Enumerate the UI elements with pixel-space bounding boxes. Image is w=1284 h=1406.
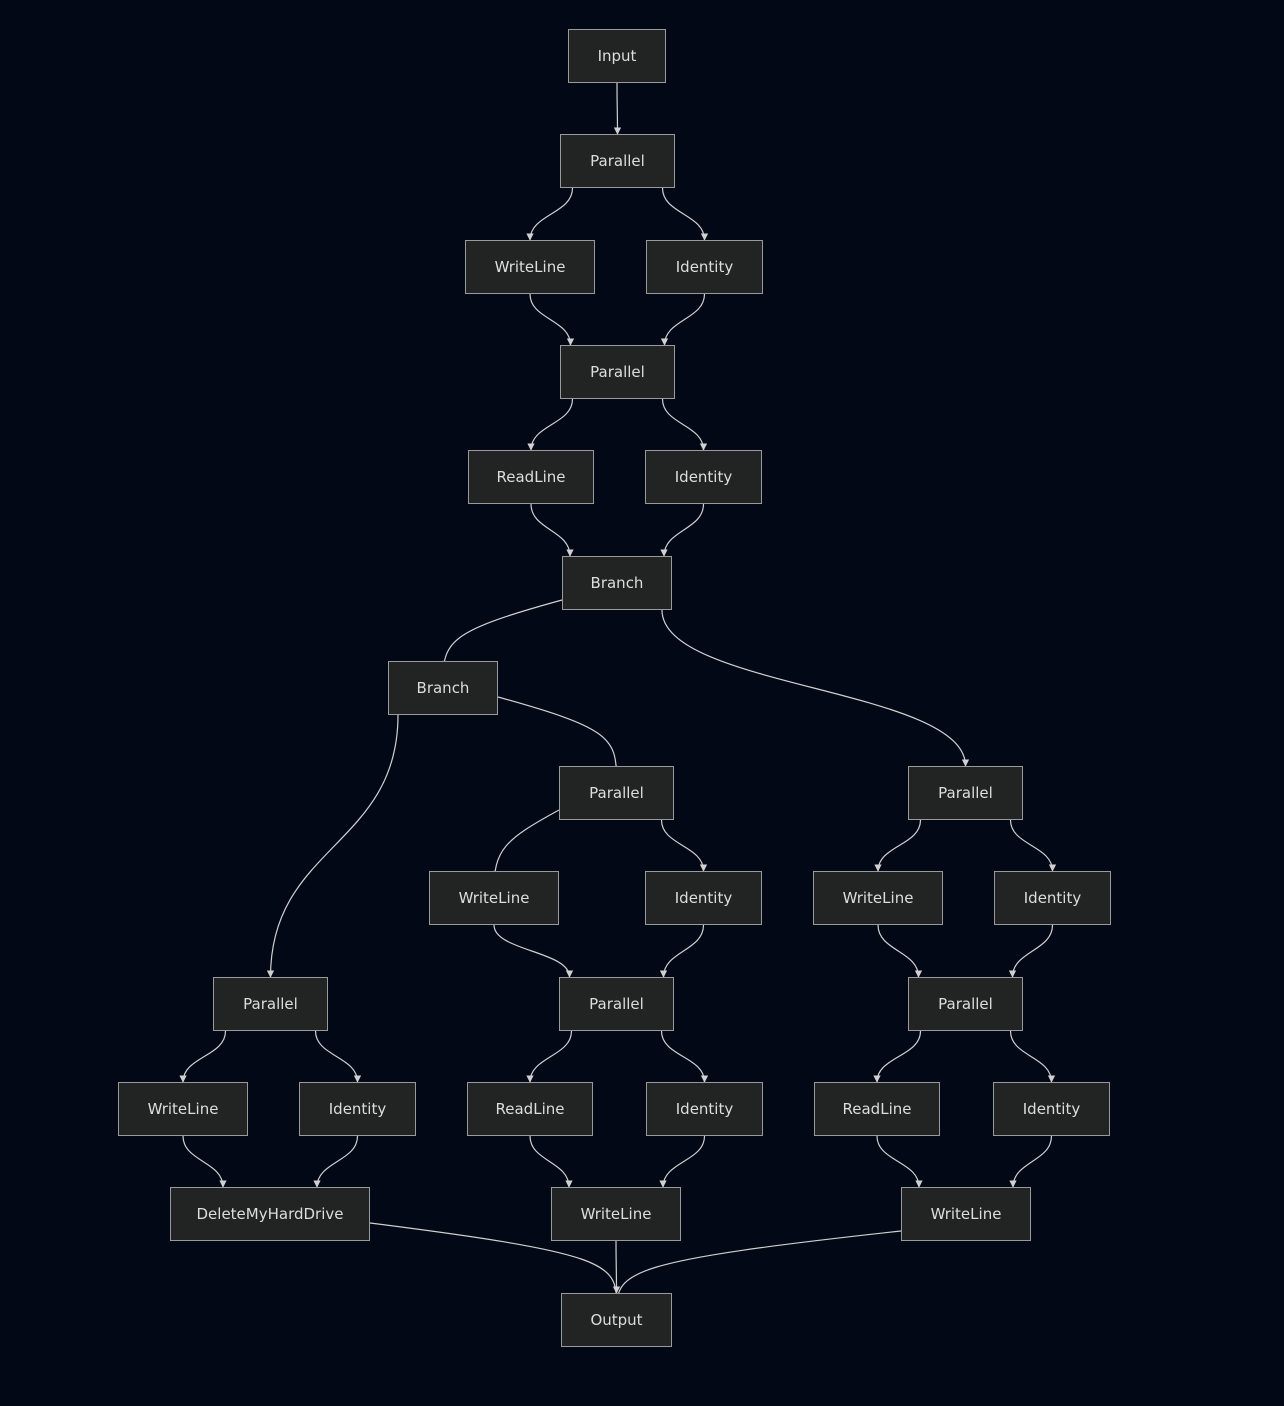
node-writeline: WriteLine <box>429 871 559 925</box>
node-identity: Identity <box>645 450 762 504</box>
edge-n4-n6 <box>661 398 708 451</box>
node-deletemyharddrive: DeleteMyHardDrive <box>170 1187 370 1241</box>
edge-n9-n12 <box>660 819 708 872</box>
edge-n1-n3 <box>661 187 709 241</box>
node-input: Input <box>568 29 666 83</box>
node-parallel: Parallel <box>560 345 675 399</box>
edge-n21-n25 <box>659 1135 706 1188</box>
edge-n4-n5 <box>527 398 574 451</box>
edge-n12-n16 <box>659 924 705 978</box>
node-identity: Identity <box>299 1082 416 1136</box>
edge-n17-n22 <box>873 1030 922 1083</box>
node-writeline: WriteLine <box>901 1187 1031 1241</box>
edge-n5-n7 <box>530 503 574 557</box>
edge-n15-n19 <box>314 1030 362 1083</box>
edge-n16-n20 <box>526 1030 573 1083</box>
edge-n0-n1 <box>613 82 622 135</box>
node-writeline: WriteLine <box>551 1187 681 1241</box>
node-identity: Identity <box>646 240 763 294</box>
node-writeline: WriteLine <box>813 871 943 925</box>
edge-n22-n26 <box>876 1135 923 1188</box>
edge-n11-n16 <box>493 924 574 978</box>
edge-n14-n17 <box>1008 924 1054 978</box>
node-readline: ReadLine <box>814 1082 940 1136</box>
node-identity: Identity <box>994 871 1111 925</box>
edge-n20-n25 <box>529 1135 573 1188</box>
node-parallel: Parallel <box>908 977 1023 1031</box>
node-output: Output <box>561 1293 672 1347</box>
node-parallel: Parallel <box>559 766 674 820</box>
edge-n13-n17 <box>877 924 923 978</box>
edge-n6-n7 <box>660 503 705 557</box>
node-identity: Identity <box>993 1082 1110 1136</box>
edge-n19-n24 <box>313 1135 359 1188</box>
edge-n18-n24 <box>182 1135 227 1188</box>
edge-n3-n4 <box>660 293 706 346</box>
node-identity: Identity <box>646 1082 763 1136</box>
node-identity: Identity <box>645 871 762 925</box>
node-writeline: WriteLine <box>465 240 595 294</box>
edge-n10-n14 <box>1009 819 1057 872</box>
edge-n10-n13 <box>874 819 922 872</box>
node-branch: Branch <box>388 661 498 715</box>
edge-n8-n15 <box>266 714 399 978</box>
node-readline: ReadLine <box>467 1082 593 1136</box>
node-parallel: Parallel <box>908 766 1023 820</box>
edge-n8-n9 <box>497 696 621 778</box>
node-parallel: Parallel <box>560 134 675 188</box>
edge-n25-n27 <box>612 1240 621 1294</box>
edge-n23-n26 <box>1009 1135 1053 1188</box>
node-readline: ReadLine <box>468 450 594 504</box>
node-writeline: WriteLine <box>118 1082 248 1136</box>
edge-n7-n10 <box>661 609 970 767</box>
edge-n16-n21 <box>660 1030 709 1083</box>
node-branch: Branch <box>562 556 672 610</box>
node-parallel: Parallel <box>213 977 328 1031</box>
edge-n2-n4 <box>529 293 575 346</box>
edge-n17-n23 <box>1009 1030 1056 1083</box>
node-parallel: Parallel <box>559 977 674 1031</box>
edge-n15-n18 <box>179 1030 227 1083</box>
edge-n1-n2 <box>526 187 574 241</box>
